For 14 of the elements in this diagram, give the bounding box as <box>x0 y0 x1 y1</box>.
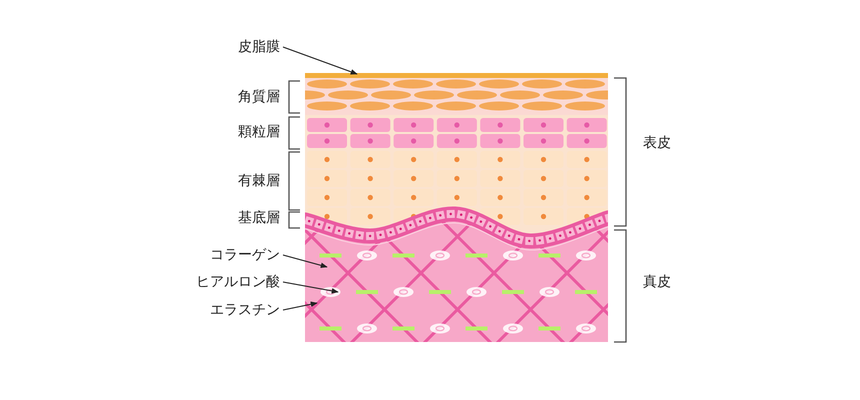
leader-line <box>282 46 358 74</box>
leader-line <box>282 302 318 310</box>
layer-label: 基底層 <box>238 209 280 227</box>
layer-label: 有棘層 <box>238 172 280 190</box>
leader-line <box>282 254 328 268</box>
leader-label: 皮脂膜 <box>238 39 280 55</box>
leader-label: エラスチン <box>210 302 280 318</box>
layer-label: 表皮 <box>643 134 671 152</box>
layer-label: 角質層 <box>238 88 280 106</box>
layer-label: 真皮 <box>643 273 671 291</box>
layer-label: 顆粒層 <box>238 123 280 141</box>
leader-line <box>282 282 339 294</box>
leader-label: ヒアルロン酸 <box>196 274 280 290</box>
leader-label: コラーゲン <box>210 247 280 263</box>
